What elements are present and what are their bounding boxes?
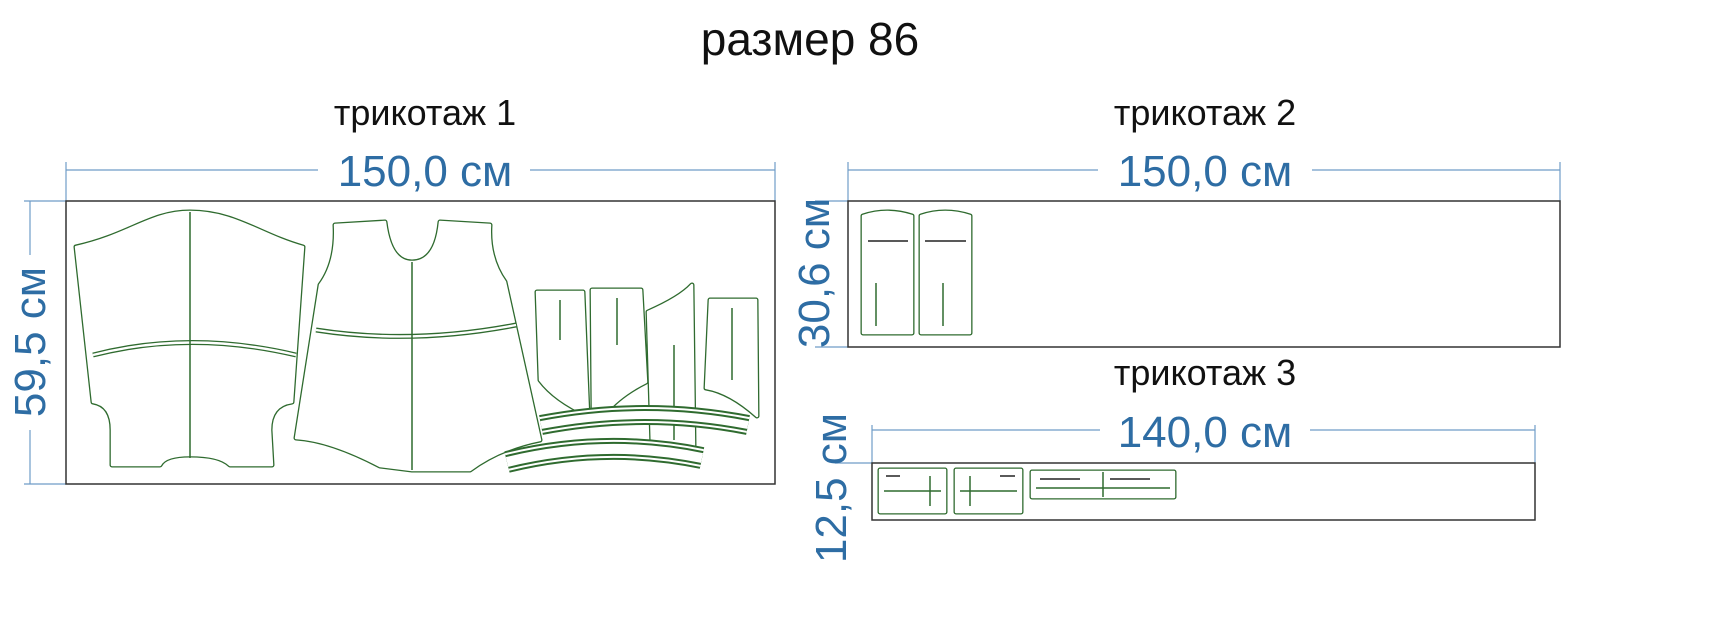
pattern-piece-small: [534, 282, 760, 450]
height-label-2: 30,6 см: [790, 198, 839, 348]
pattern-piece-strips: [877, 467, 1177, 515]
height-label-1: 59,5 см: [6, 267, 55, 417]
pattern-piece-cuffs: [860, 209, 973, 336]
height-dimension-3: 12,5 см: [807, 413, 872, 563]
page-title: размер 86: [701, 13, 919, 65]
width-label-2: 150,0 см: [1118, 147, 1293, 196]
layout-1: трикотаж 1 150,0 см 59,5 см: [6, 92, 776, 485]
pattern-piece-front: [293, 219, 543, 473]
pattern-piece-sleeve: [73, 209, 306, 468]
pattern-piece-bands: [504, 405, 750, 473]
layout-1-label: трикотаж 1: [334, 92, 516, 133]
layout-3: трикотаж 3 140,0 см 12,5 см: [807, 352, 1536, 563]
width-dimension-2: 150,0 см: [847, 145, 1561, 201]
width-label-3: 140,0 см: [1118, 408, 1293, 457]
layout-3-label: трикотаж 3: [1114, 352, 1296, 393]
width-label-1: 150,0 см: [338, 147, 513, 196]
width-dimension-1: 150,0 см: [65, 145, 776, 201]
height-label-3: 12,5 см: [807, 413, 856, 563]
height-dimension-1: 59,5 см: [6, 200, 66, 485]
layout-2-label: трикотаж 2: [1114, 92, 1296, 133]
width-dimension-3: 140,0 см: [871, 405, 1536, 463]
height-dimension-2: 30,6 см: [790, 198, 848, 348]
layout-2: трикотаж 2 150,0 см 30,6 см: [790, 92, 1561, 348]
